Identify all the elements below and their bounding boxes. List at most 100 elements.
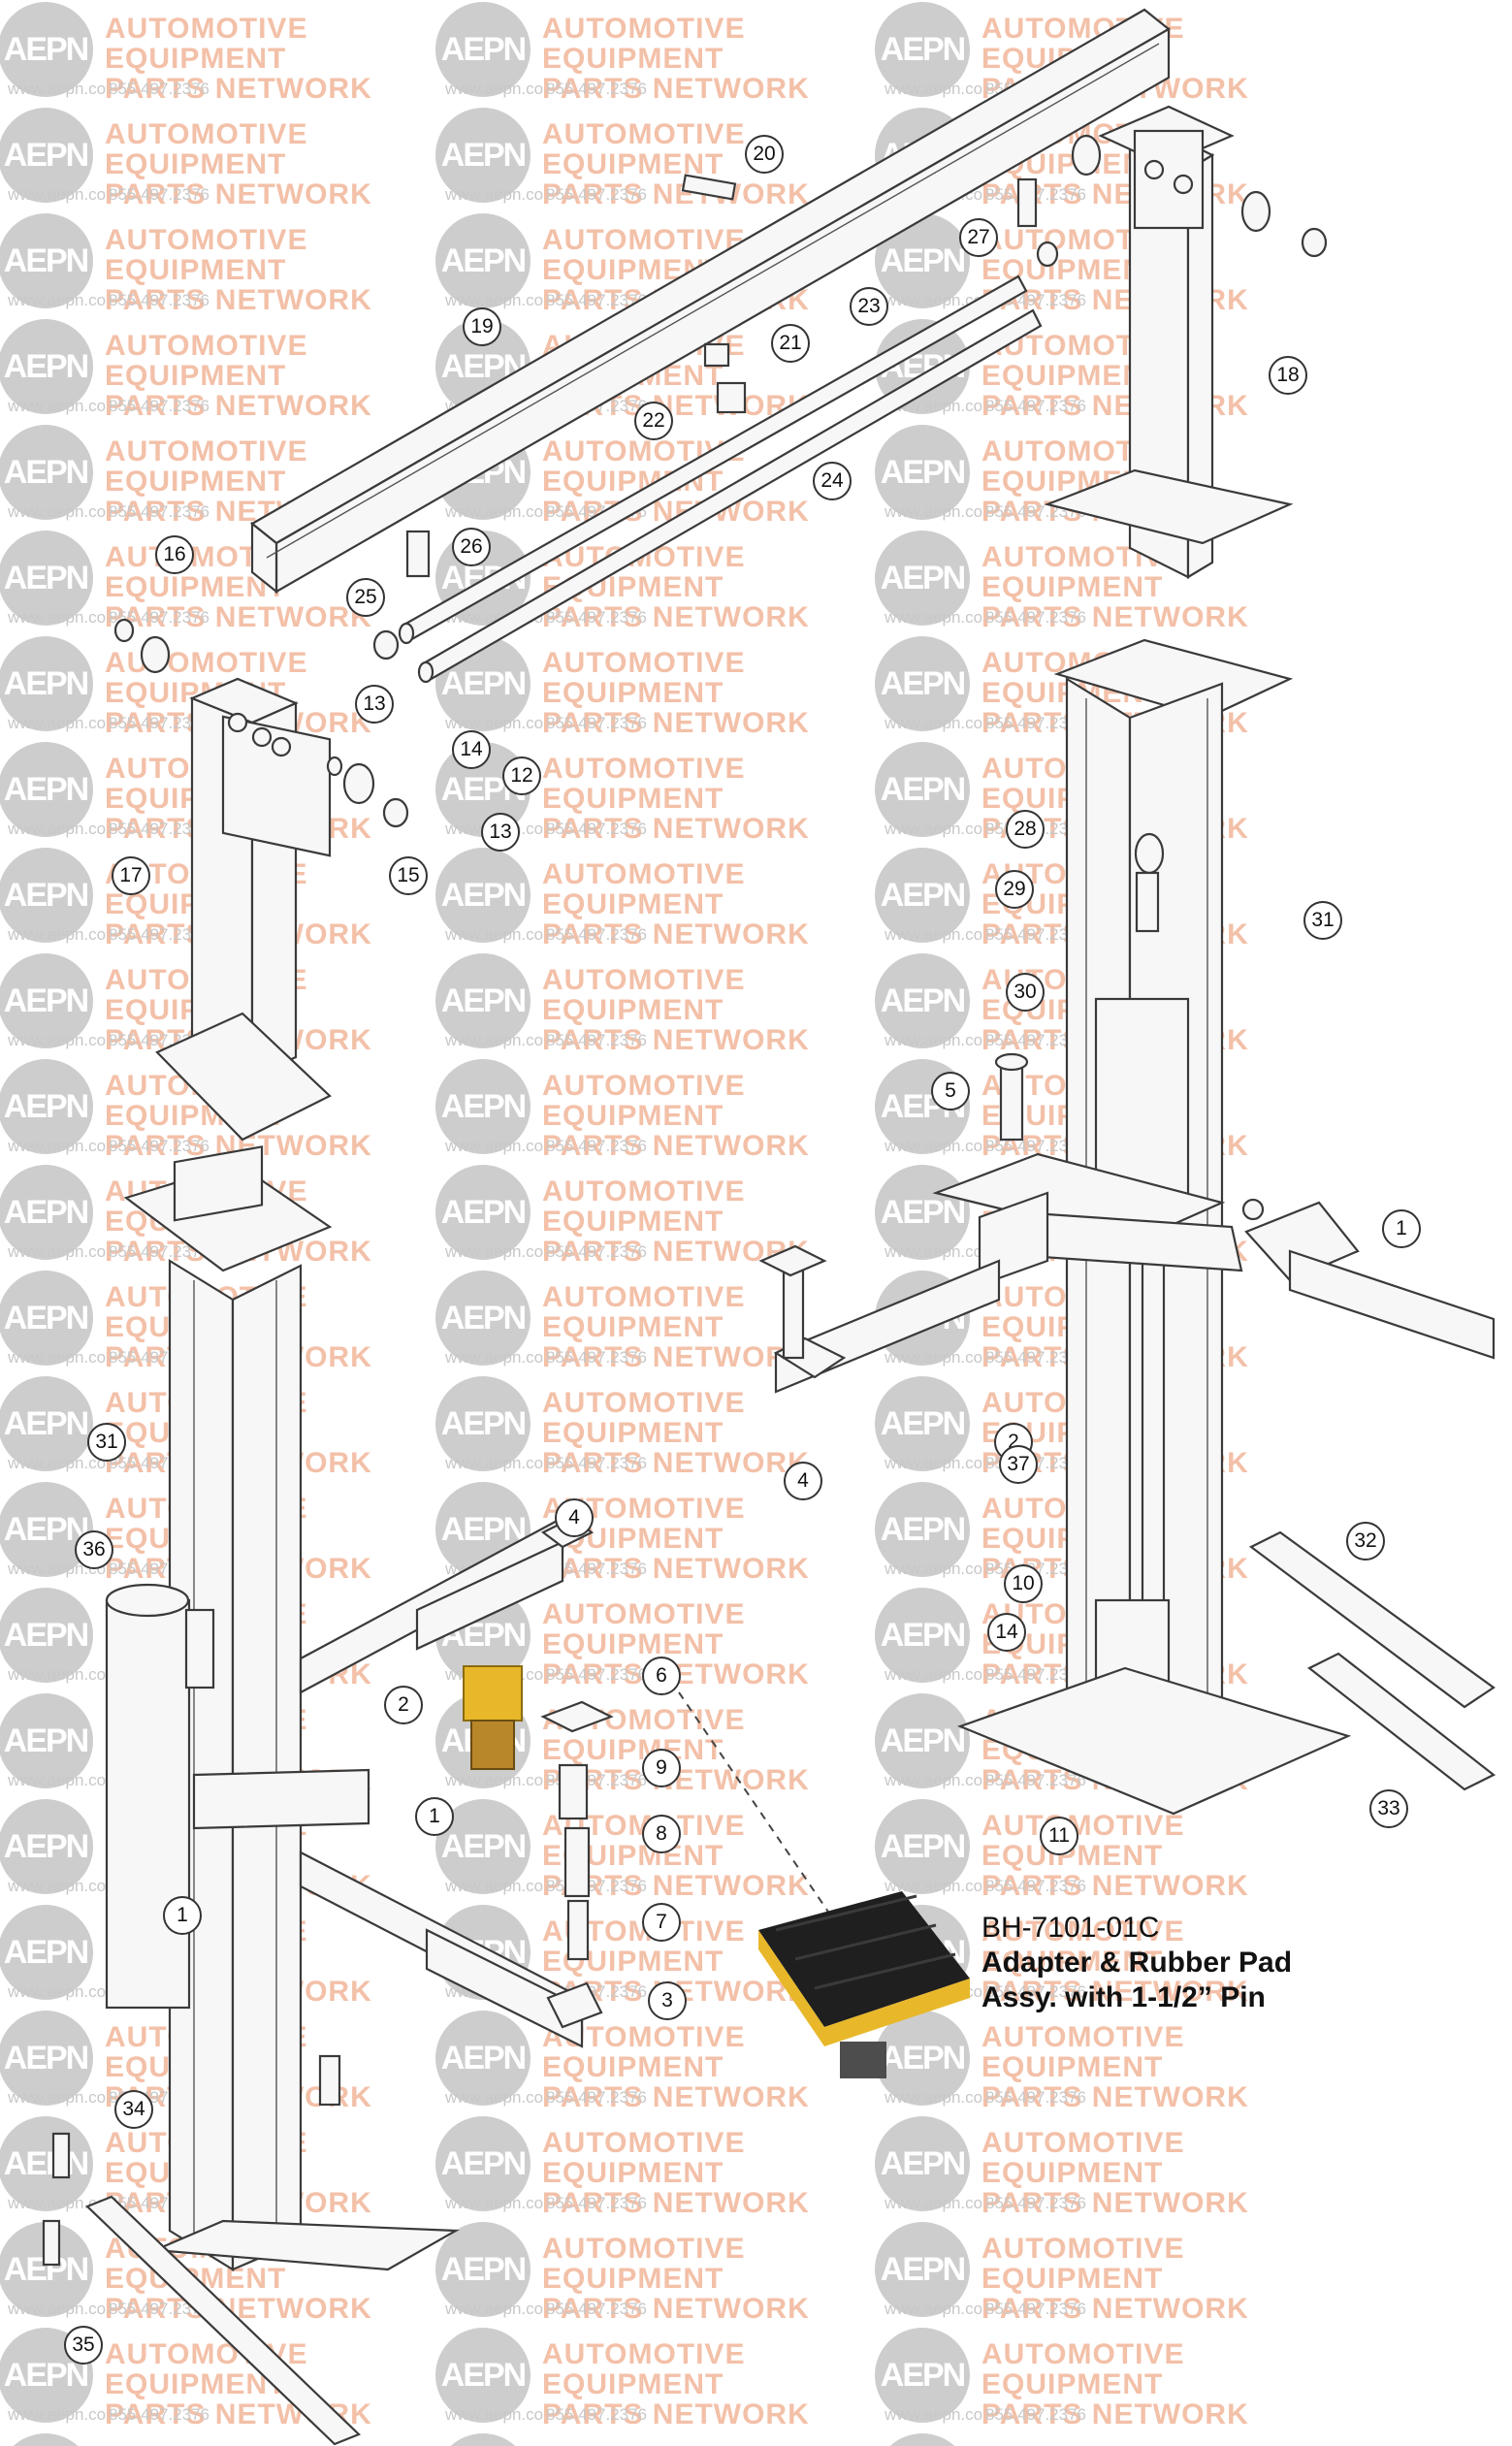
aepn-logo-icon: AEPN (435, 2011, 531, 2106)
watermark-brand-line-1: AUTOMOTIVE EQUIPMENT (542, 1387, 746, 1449)
watermark-phone: 855.497.2376 (109, 820, 209, 838)
watermark-url: www.aepn.co (885, 2088, 983, 2107)
watermark-brand-line-2: PARTS NETWORK (981, 2293, 1249, 2325)
watermark-brand-line-1: AUTOMOTIVE EQUIPMENT (542, 2127, 746, 2189)
watermark-url: www.aepn.co (885, 1454, 983, 1472)
watermark-url: www.aepn.co (8, 1137, 107, 1155)
aepn-logo-icon: AEPN (875, 2011, 970, 2106)
aepn-logo-icon: AEPN (0, 319, 93, 414)
watermark-phone: 855.497.2376 (546, 2405, 647, 2424)
watermark-phone: 855.497.2376 (985, 2405, 1086, 2424)
watermark-brand-line-2: PARTS NETWORK (981, 2081, 1249, 2113)
part-callout: 21 (771, 324, 810, 363)
aepn-logo-icon: AEPN (435, 1165, 531, 1260)
watermark-url: www.aepn.co (8, 1665, 107, 1684)
watermark-url: www.aepn.co (885, 925, 983, 944)
aepn-logo-icon: AEPN (0, 2116, 93, 2211)
watermark-brand-line-2: PARTS NETWORK (105, 284, 372, 316)
part-callout: 9 (642, 1749, 681, 1787)
aepn-logo-icon: AEPN (0, 1482, 93, 1577)
watermark-url: www.aepn.co (445, 1454, 544, 1472)
aepn-logo-icon: AEPN (875, 953, 970, 1048)
aepn-logo-icon: AEPN (0, 531, 93, 626)
right-floor-track-drawing (1248, 1530, 1496, 1791)
watermark-phone: 855.497.2376 (985, 925, 1086, 944)
watermark-phone: 855.497.2376 (546, 1137, 647, 1155)
watermark-brand-line-2: PARTS NETWORK (105, 178, 372, 210)
watermark-brand-line-1: AUTOMOTIVE EQUIPMENT (981, 1915, 1185, 1978)
aepn-logo-icon: AEPN (0, 1271, 93, 1366)
aepn-logo-icon: AEPN (875, 425, 970, 520)
small-hardware-drawing (372, 174, 1059, 660)
watermark-brand-line-2: PARTS NETWORK (542, 707, 810, 739)
watermark-brand-line-2: PARTS NETWORK (981, 2187, 1249, 2219)
aepn-logo-icon: AEPN (875, 848, 970, 943)
watermark-url: www.aepn.co (445, 2405, 544, 2424)
watermark-phone: 855.497.2376 (985, 1877, 1086, 1895)
watermark-phone: 855.497.2376 (985, 714, 1086, 732)
part-callout: 20 (745, 135, 784, 174)
aepn-logo-icon: AEPN (435, 953, 531, 1048)
aepn-logo-icon: AEPN (435, 2328, 531, 2423)
part-callout: 31 (87, 1423, 126, 1462)
watermark-url: www.aepn.co (8, 608, 107, 627)
aepn-logo-icon: AEPN (435, 2, 531, 97)
aepn-logo-icon: AEPN (875, 1799, 970, 1894)
aepn-logo-icon: AEPN (875, 1693, 970, 1788)
watermark-brand-line-2: PARTS NETWORK (542, 918, 810, 950)
part-callout: 14 (987, 1613, 1026, 1652)
watermark-brand-line-1: AUTOMOTIVE EQUIPMENT (542, 2338, 746, 2400)
watermark-brand-line-2: PARTS NETWORK (542, 73, 810, 105)
watermark-phone: 855.497.2376 (546, 80, 647, 98)
aepn-logo-icon: AEPN (0, 425, 93, 520)
watermark-brand-line-1: AUTOMOTIVE EQUIPMENT (105, 541, 308, 603)
part-callout: 19 (463, 307, 501, 346)
watermark-phone: 855.497.2376 (109, 502, 209, 521)
watermark-url: www.aepn.co (8, 1242, 107, 1261)
aepn-logo-icon: AEPN (0, 953, 93, 1048)
watermark-brand-line-1: AUTOMOTIVE EQUIPMENT (542, 118, 746, 180)
part-callout: 13 (355, 685, 394, 724)
watermark-brand-line-2: PARTS NETWORK (542, 2398, 810, 2430)
watermark-url: www.aepn.co (8, 2194, 107, 2212)
left-arms-drawing (299, 1516, 603, 2048)
watermark-phone: 855.497.2376 (985, 397, 1086, 415)
watermark-url: www.aepn.co (445, 291, 544, 309)
part-callout: 33 (1369, 1789, 1408, 1828)
part-callout: 22 (634, 402, 673, 440)
watermark-phone: 855.497.2376 (985, 2194, 1086, 2212)
watermark-brand-line-1: AUTOMOTIVE EQUIPMENT (542, 964, 746, 1026)
watermark-brand-line-2: PARTS NETWORK (542, 2081, 810, 2113)
watermark-brand-line-1: AUTOMOTIVE EQUIPMENT (542, 858, 746, 920)
watermark-brand-line-1: AUTOMOTIVE EQUIPMENT (981, 1810, 1185, 1872)
part-callout: 7 (642, 1903, 681, 1942)
part-callout: 13 (481, 813, 520, 852)
watermark-phone: 855.497.2376 (546, 1031, 647, 1049)
watermark-url: www.aepn.co (8, 2300, 107, 2318)
watermark-phone: 855.497.2376 (546, 1242, 647, 1261)
watermark-brand-line-2: PARTS NETWORK (542, 2187, 810, 2219)
aepn-logo-icon: AEPN (0, 636, 93, 731)
part-callout: 5 (931, 1072, 970, 1110)
watermark-phone: 855.497.2376 (546, 1348, 647, 1367)
watermark-brand-line-1: AUTOMOTIVE EQUIPMENT (542, 2233, 746, 2295)
aepn-logo-icon: AEPN (875, 742, 970, 837)
part-callout: 35 (64, 2326, 103, 2365)
watermark-url: www.aepn.co (445, 714, 544, 732)
watermark-brand-line-1: AUTOMOTIVE EQUIPMENT (105, 330, 308, 392)
watermark-phone: 855.497.2376 (546, 2300, 647, 2318)
watermark-url: www.aepn.co (8, 1454, 107, 1472)
part-callout: 24 (813, 462, 852, 500)
